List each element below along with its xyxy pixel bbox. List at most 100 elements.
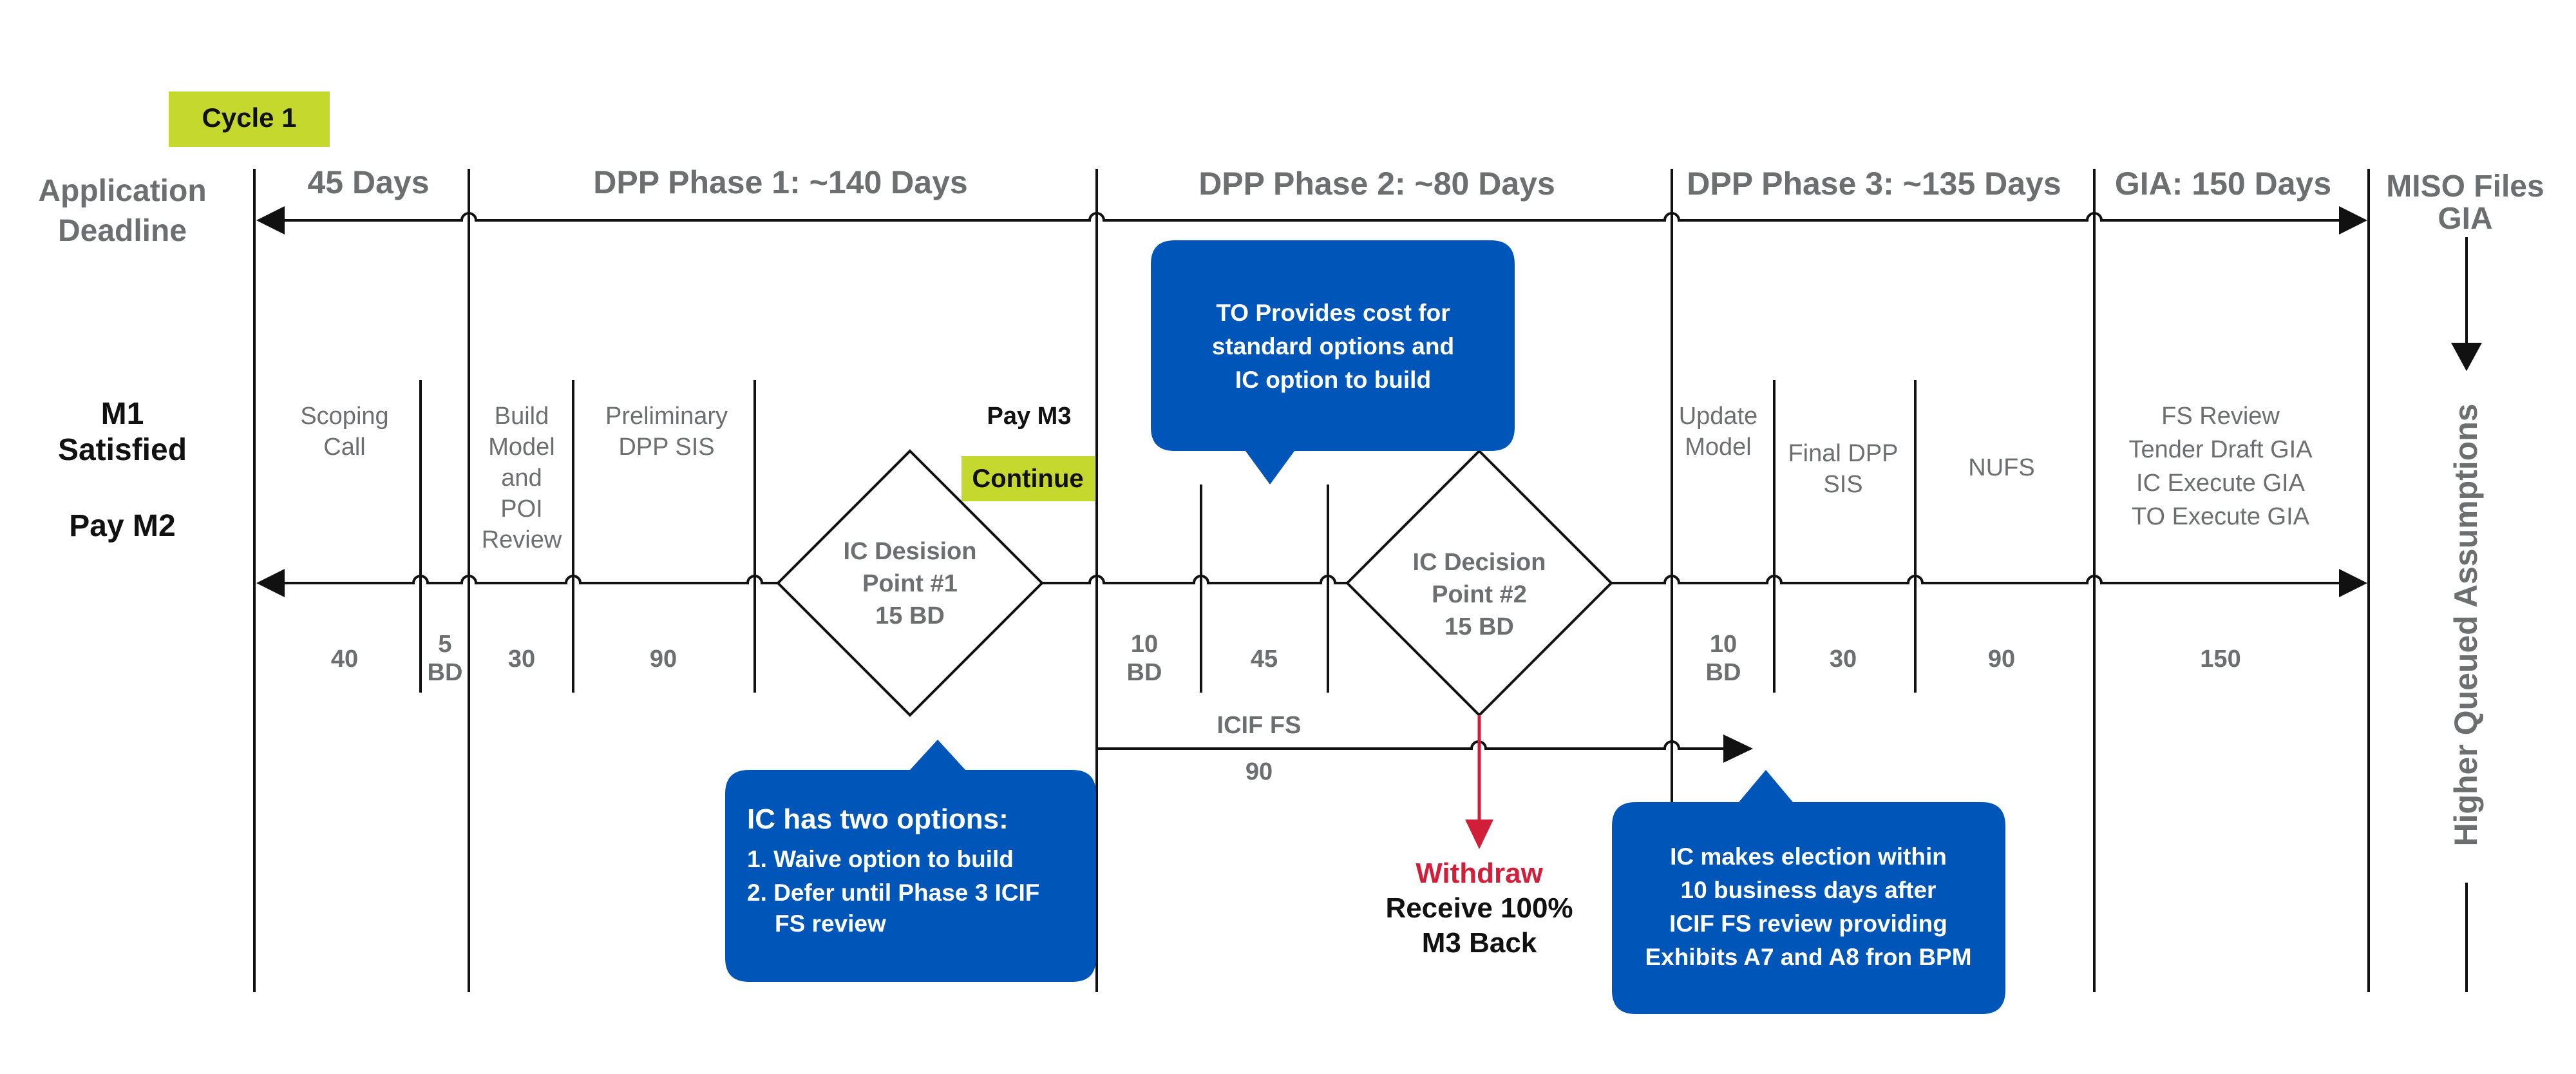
- task-scoping-call-2: Call: [323, 434, 365, 461]
- top-timeline: [256, 206, 2367, 235]
- icif-fs-duration: 90: [1245, 758, 1273, 785]
- decision-point-1-line3: 15 BD: [875, 602, 945, 629]
- task-scoping-call-1: Scoping: [300, 403, 388, 430]
- callout-ic-election-line4: Exhibits A7 and A8 fron BPM: [1645, 944, 1971, 970]
- pay-m2-label: Pay M2: [69, 509, 175, 543]
- callout-ic-options-item2: 2. Defer until Phase 3 ICIF: [747, 879, 1039, 906]
- task-build-model-5: Review: [482, 526, 562, 553]
- decision-point-2: IC Decision Point #2 15 BD: [1345, 449, 1613, 717]
- decision-point-2-line1: IC Decision: [1413, 549, 1546, 576]
- phase-dpp-1: DPP Phase 1: ~140 Days: [593, 164, 967, 200]
- miso-line2: GIA: [2438, 202, 2492, 236]
- callout-ic-election-line2: 10 business days after: [1681, 877, 1937, 903]
- task-build-model-2: Model: [488, 434, 555, 461]
- phase-45-days: 45 Days: [307, 164, 429, 200]
- task-prelim-sis-1: Preliminary: [605, 403, 728, 430]
- decision-point-2-line2: Point #2: [1432, 581, 1527, 608]
- task-gia-3: IC Execute GIA: [2136, 470, 2306, 497]
- icif-fs-line: [1097, 740, 1726, 750]
- callout-ic-options-item2-cont: FS review: [775, 910, 886, 937]
- duration-10bd-a-1: 10: [1131, 631, 1158, 658]
- task-update-model-1: Update: [1679, 403, 1758, 430]
- decision-point-1: IC Desision Point #1 15 BD: [776, 449, 1044, 717]
- cycle-label: Cycle 1: [202, 102, 296, 133]
- callout-ic-election-line1: IC makes election within: [1670, 843, 1947, 870]
- continue-badge: Continue: [961, 456, 1095, 501]
- duration-90b: 90: [1988, 646, 2015, 673]
- task-build-model-3: and: [501, 465, 542, 492]
- callout-ic-options: IC has two options: 1. Waive option to b…: [725, 740, 1096, 982]
- phase-dpp-3: DPP Phase 3: ~135 Days: [1687, 166, 2061, 202]
- top-timeline-left-arrow: [256, 206, 285, 235]
- application-deadline-label: Application Deadline: [38, 174, 206, 248]
- withdraw-label: Withdraw: [1416, 858, 1543, 889]
- task-build-model-4: POI: [500, 495, 542, 523]
- duration-40: 40: [331, 646, 358, 673]
- cycle-badge-bg: [169, 91, 330, 147]
- callout-ic-options-title: IC has two options:: [747, 803, 1009, 835]
- duration-10bd-b-1: 10: [1710, 631, 1737, 658]
- middle-timeline-left-arrow: [256, 569, 285, 597]
- callout-to-provides-line2: standard options and: [1212, 333, 1454, 360]
- phase-gia: GIA: 150 Days: [2115, 166, 2331, 202]
- task-gia-1: FS Review: [2161, 403, 2280, 430]
- callout-to-provides-bubble: [1151, 240, 1515, 484]
- top-timeline-line: [270, 212, 2351, 222]
- task-dividers: [419, 380, 1917, 693]
- pay-m3-label: Pay M3: [987, 403, 1072, 430]
- icif-fs-arrowhead: [1723, 734, 1753, 763]
- top-timeline-right-arrow: [2339, 206, 2367, 235]
- miso-down-arrow: [2451, 237, 2482, 992]
- decision-point-1-line2: Point #1: [862, 570, 958, 597]
- duration-30b: 30: [1830, 646, 1857, 673]
- miso-files-gia-label: MISO Files GIA: [2386, 169, 2544, 236]
- task-final-sis-1: Final DPP: [1788, 440, 1898, 467]
- middle-timeline: [256, 569, 2367, 597]
- application-deadline-line1: Application: [38, 174, 206, 208]
- miso-line1: MISO Files: [2386, 169, 2544, 204]
- decision-point-1-line1: IC Desision: [844, 538, 977, 565]
- icif-fs-track: ICIF FS 90: [1097, 712, 1753, 785]
- phase-dividers: [253, 169, 2370, 992]
- duration-30a: 30: [508, 646, 535, 673]
- phase-headers: 45 Days DPP Phase 1: ~140 Days DPP Phase…: [307, 164, 2331, 202]
- callout-ic-election-line3: ICIF FS review providing: [1669, 910, 1947, 937]
- duration-labels: 40 5 BD 30 90 10 BD 45 10 BD 30 90 150: [331, 631, 2241, 686]
- m1-line1: M1: [101, 397, 144, 431]
- duration-150: 150: [2200, 646, 2240, 673]
- icif-fs-label: ICIF FS: [1217, 712, 1302, 739]
- withdraw-arrowhead: [1465, 820, 1493, 849]
- continue-label: Continue: [972, 465, 1083, 493]
- application-deadline-line2: Deadline: [58, 214, 187, 248]
- withdraw-receive-2: M3 Back: [1422, 927, 1537, 959]
- phase-dpp-2: DPP Phase 2: ~80 Days: [1198, 166, 1555, 202]
- duration-5bd-2: BD: [428, 659, 463, 686]
- withdraw-receive-1: Receive 100%: [1385, 892, 1573, 924]
- continue-badge-bg: [961, 456, 1095, 501]
- decision-point-2-line3: 15 BD: [1444, 613, 1514, 640]
- callout-ic-election: IC makes election within 10 business day…: [1612, 770, 2005, 1014]
- m1-line2: Satisfied: [58, 433, 187, 467]
- withdraw-path: Withdraw Receive 100% M3 Back: [1385, 715, 1573, 959]
- duration-90a: 90: [650, 646, 677, 673]
- duration-10bd-b-2: BD: [1706, 659, 1741, 686]
- task-labels: Scoping Call Build Model and POI Review …: [300, 403, 2313, 553]
- task-gia-2: Tender Draft GIA: [2128, 436, 2313, 463]
- duration-45: 45: [1251, 646, 1278, 673]
- miso-down-arrowhead: [2451, 343, 2482, 371]
- callout-to-provides-line1: TO Provides cost for: [1216, 300, 1450, 326]
- middle-timeline-right-arrow: [2339, 569, 2367, 597]
- m1-satisfied-label: M1 Satisfied Pay M2: [58, 397, 187, 543]
- task-prelim-sis-2: DPP SIS: [618, 434, 714, 461]
- task-nufs: NUFS: [1968, 454, 2034, 481]
- higher-queued-assumptions: Higher Queued Assumptions: [2448, 403, 2484, 846]
- callout-ic-options-bubble: [725, 740, 1096, 982]
- task-update-model-2: Model: [1685, 434, 1752, 461]
- duration-5bd-1: 5: [438, 631, 451, 658]
- duration-10bd-a-2: BD: [1127, 659, 1162, 686]
- callout-ic-election-bubble: [1612, 770, 2005, 1014]
- task-build-model-1: Build: [495, 403, 549, 430]
- cycle-badge: Cycle 1: [169, 91, 330, 147]
- middle-timeline-line: [270, 575, 2351, 584]
